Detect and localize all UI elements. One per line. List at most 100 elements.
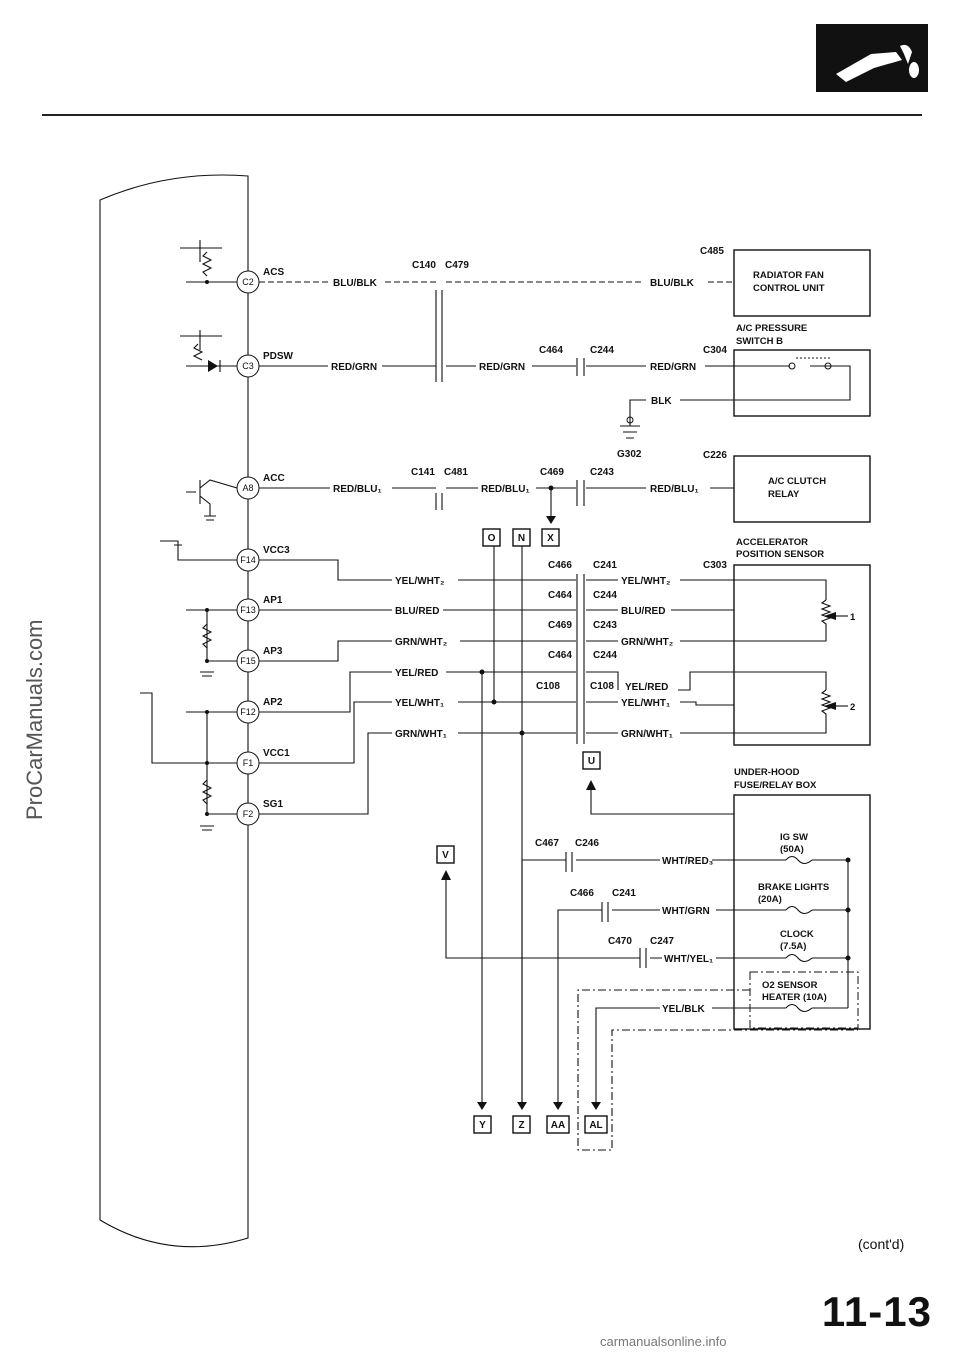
nav-ref-y: Y [473,1115,492,1134]
diagram-label: C241 [612,888,636,899]
diagram-label: C3 [242,361,254,371]
diagram-label: C108 [590,681,614,692]
nav-ref-al: AL [584,1115,608,1134]
diagram-label: C469 [540,467,564,478]
diagram-label: BLU/RED [395,606,439,617]
diagram-label: YEL/WHT₂ [395,576,444,587]
diagram-label: AP2 [263,697,283,708]
diagram-label: BRAKE LIGHTS [758,882,829,893]
diagram-label: WHT/YEL₁ [664,954,713,965]
diagram-label: AP3 [263,646,283,657]
diagram-label: N [518,533,525,544]
ecm-pin-c3: C3 PDSW [236,351,294,378]
diagram-label: Z [518,1120,524,1131]
diagram-label: G302 [617,449,642,460]
diagram-label: C246 [575,838,599,849]
diagram-label: 2 [850,702,855,713]
diagram-label: BLU/RED [621,606,665,617]
ecm-pin-c2: C2 ACS [236,267,284,294]
diagram-label: POSITION SENSOR [736,549,824,560]
diagram-label: RED/BLU₁ [333,484,382,495]
diagram-label: BLK [651,396,672,407]
nav-ref-aa: AA [546,1115,570,1134]
footer-url: carmanualsonline.info [600,1334,727,1349]
diagram-label: (7.5A) [780,941,806,952]
header-rule [42,114,922,116]
radiator-fan-control-unit: RADIATOR FAN CONTROL UNIT [733,249,871,317]
diagram-label: C241 [593,560,617,571]
diagram-label: C481 [444,467,468,478]
diagram-label: (50A) [780,844,804,855]
diagram-label: C243 [590,467,614,478]
diagram-label: FUSE/RELAY BOX [734,780,817,791]
diagram-label: GRN/WHT₁ [621,729,673,740]
nav-ref-z: Z [512,1115,531,1134]
nav-ref-u: U [582,751,601,770]
diagram-label: YEL/WHT₂ [621,576,670,587]
diagram-label: PDSW [263,351,294,362]
diagram-label: YEL/WHT₁ [621,698,670,709]
diagram-label: C464 [548,650,572,661]
diagram-label: X [547,533,554,544]
diagram-label: C466 [548,560,572,571]
diagram-label: A8 [242,483,253,493]
diagram-label: U [588,756,595,767]
nav-ref-o: O [482,528,501,547]
diagram-label: F13 [240,605,256,615]
diagram-label: C485 [700,246,724,257]
diagram-label: VCC3 [263,545,290,556]
diagram-label: RED/GRN [650,362,696,373]
diagram-label: C226 [703,450,727,461]
diagram-label: C464 [548,590,572,601]
ecm-pin-f2: F2 SG1 [236,799,283,826]
ecm-pin-f12: F12 AP2 [236,697,283,724]
diagram-label: BLU/BLK [333,278,378,289]
diagram-label: C303 [703,560,727,571]
diagram-label: C2 [242,277,254,287]
ac-pressure-switch-b: A/C PRESSURE SWITCH B [733,323,871,417]
diagram-label: C247 [650,936,674,947]
diagram-label: ACS [263,267,284,278]
diagram-label: C108 [536,681,560,692]
diagram-label: C467 [535,838,559,849]
diagram-label: ACC [263,473,285,484]
diagram-label: SG1 [263,799,283,810]
diagram-label: A/C PRESSURE [736,323,807,334]
diagram-label: C470 [608,936,632,947]
diagram-label: UNDER-HOOD [734,767,800,778]
under-hood-fuse-relay-box: UNDER-HOOD FUSE/RELAY BOX IG SW (50A) BR… [733,767,871,1030]
diagram-label: C244 [593,650,617,661]
diagram-label: Y [479,1120,486,1131]
diagram-label: CONTROL UNIT [753,283,825,294]
diagram-label: F12 [240,707,256,717]
diagram-label: F2 [243,809,254,819]
diagram-label: RED/GRN [331,362,377,373]
diagram-label: YEL/BLK [662,1004,706,1015]
accelerator-position-sensor: ACCELERATOR POSITION SENSOR 1 2 [733,537,871,746]
diagram-label: (20A) [758,894,782,905]
diagram-label: AA [551,1120,565,1131]
ecm-pin-a8: A8 ACC [236,473,285,500]
diagram-label: C469 [548,620,572,631]
diagram-label: GRN/WHT₂ [621,637,673,648]
diagram-label: AL [589,1120,602,1131]
diagram-label: C304 [703,345,727,356]
diagram-label: V [442,850,449,861]
ecm-internal-circuits [140,240,238,831]
nav-ref-x: X [541,528,560,547]
diagram-label: IG SW [780,832,808,843]
diagram-label: WHT/RED₃ [662,856,714,867]
diagram-label: C244 [590,345,614,356]
diagram-label: RADIATOR FAN [753,270,824,281]
diagram-label: ACCELERATOR [736,537,808,548]
diagram-label: RED/BLU₁ [650,484,699,495]
diagram-label: WHT/GRN [662,906,710,917]
diagram-label: C464 [539,345,563,356]
continued-label: (cont'd) [858,1236,905,1252]
diagram-label: VCC1 [263,748,290,759]
